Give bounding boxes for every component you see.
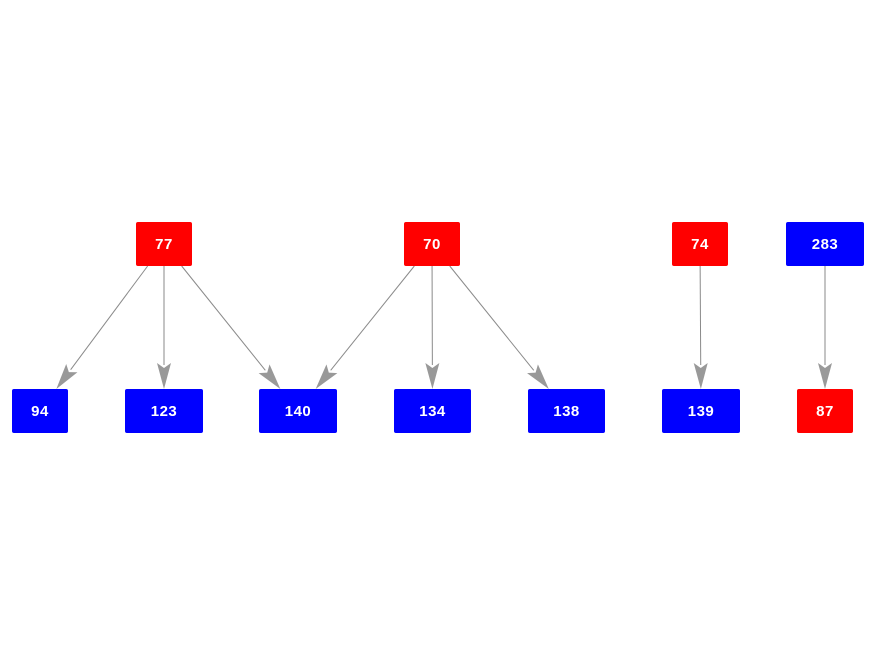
edge-70-140 xyxy=(315,265,415,389)
arrowhead-icon xyxy=(56,363,78,389)
arrowhead-icon xyxy=(425,362,440,389)
edge-line xyxy=(70,265,149,371)
node-label: 94 xyxy=(31,402,49,420)
node-label: 134 xyxy=(419,402,446,420)
edge-70-138 xyxy=(449,265,549,389)
node-label: 138 xyxy=(553,402,580,420)
edge-77-140 xyxy=(181,265,281,389)
node-label: 140 xyxy=(284,402,312,420)
node-139: 139 xyxy=(662,389,740,433)
node-label: 74 xyxy=(691,235,709,253)
node-140: 140 xyxy=(259,389,337,433)
node-74: 74 xyxy=(672,222,728,266)
edge-line xyxy=(181,265,266,371)
node-138: 138 xyxy=(528,389,605,433)
node-94: 94 xyxy=(12,389,68,433)
edge-77-123 xyxy=(157,266,171,389)
edge-line xyxy=(699,265,702,366)
arrowhead-icon xyxy=(157,363,171,389)
arrowhead-icon xyxy=(693,362,708,389)
node-87: 87 xyxy=(797,389,853,433)
node-123: 123 xyxy=(125,389,203,433)
arrowhead-icon xyxy=(818,363,832,389)
arrowhead-icon xyxy=(527,364,549,389)
edge-line xyxy=(330,265,415,371)
arrowhead-icon xyxy=(315,364,338,389)
node-283: 283 xyxy=(786,222,864,266)
node-label: 70 xyxy=(423,235,441,253)
node-77: 77 xyxy=(136,222,192,266)
edge-77-94 xyxy=(56,265,149,389)
node-label: 77 xyxy=(155,235,173,253)
node-label: 87 xyxy=(816,402,834,420)
edge-74-139 xyxy=(693,265,708,389)
edge-70-134 xyxy=(425,265,440,389)
edge-283-87 xyxy=(818,266,832,389)
edge-line xyxy=(449,265,535,371)
node-134: 134 xyxy=(394,389,471,433)
node-label: 123 xyxy=(150,402,178,420)
node-label: 139 xyxy=(687,402,715,420)
node-label: 283 xyxy=(811,235,839,253)
node-70: 70 xyxy=(404,222,460,266)
arrowhead-icon xyxy=(258,364,281,389)
